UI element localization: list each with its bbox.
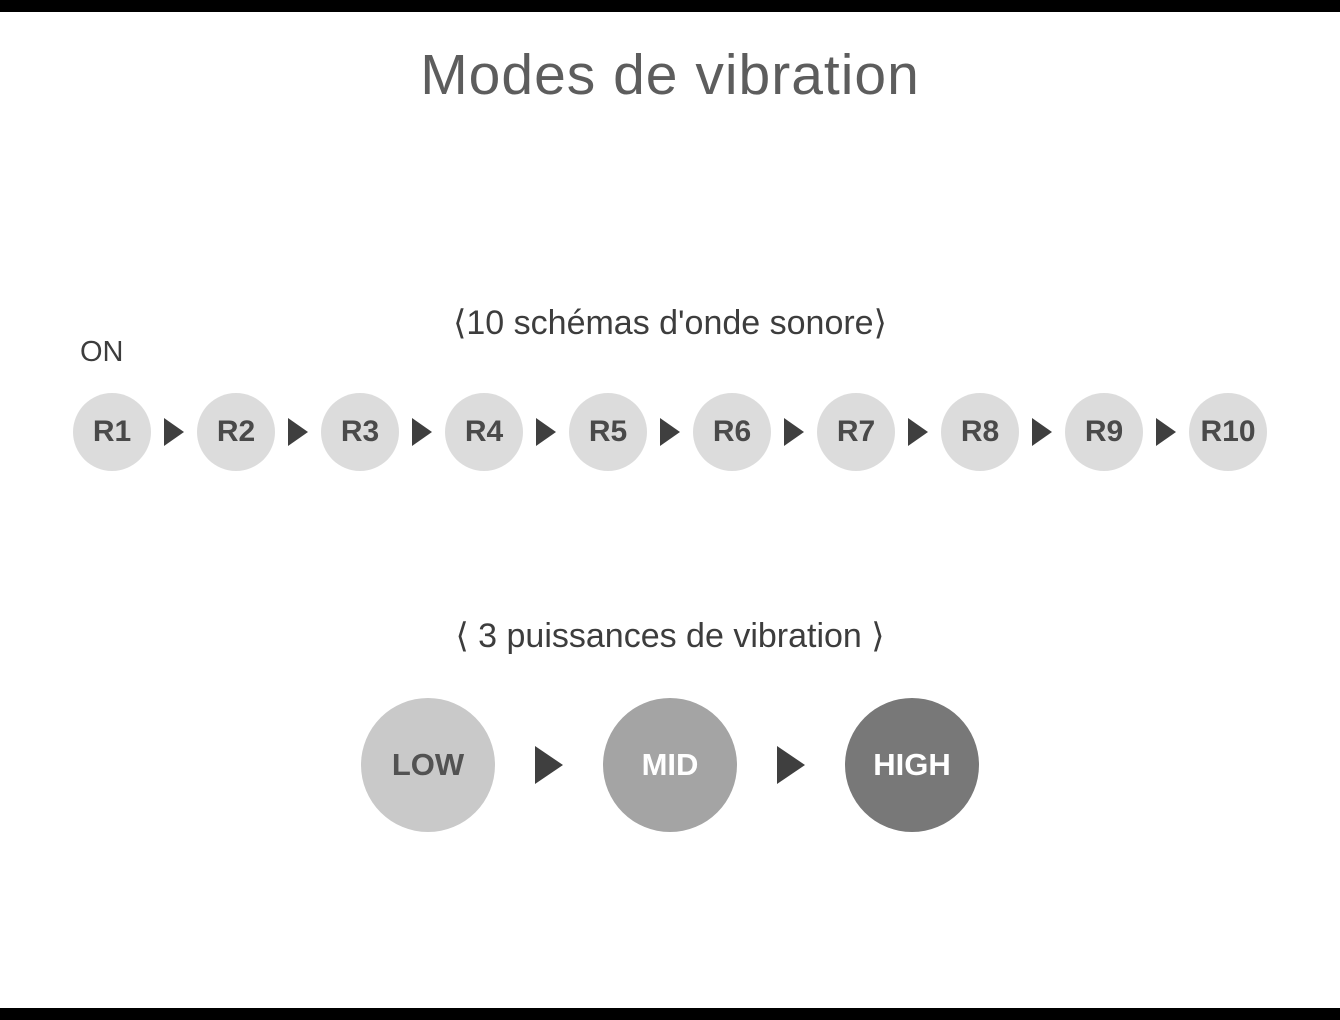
arrow-right-icon <box>1156 418 1176 446</box>
wave-mode-circle: R5 <box>569 393 647 471</box>
wave-mode-circle: R2 <box>197 393 275 471</box>
page-title: Modes de vibration <box>420 43 920 107</box>
power-level-row: LOW MID HIGH <box>0 698 1340 832</box>
arrow-right-icon <box>660 418 680 446</box>
wave-mode-circle: R9 <box>1065 393 1143 471</box>
wave-section-heading: ⟨10 schémas d'onde sonore⟩ <box>453 304 887 342</box>
arrow-right-icon <box>164 418 184 446</box>
wave-mode-circle: R6 <box>693 393 771 471</box>
arrow-right-icon <box>536 418 556 446</box>
wave-mode-row: R1 R2 R3 R4 R5 R6 R7 R8 R9 R10 <box>0 393 1340 471</box>
top-frame-bar <box>0 0 1340 12</box>
arrow-right-icon <box>412 418 432 446</box>
arrow-right-icon <box>288 418 308 446</box>
power-level-circle: LOW <box>361 698 495 832</box>
wave-mode-circle: R7 <box>817 393 895 471</box>
wave-mode-circle: R4 <box>445 393 523 471</box>
arrow-right-icon <box>777 746 805 784</box>
wave-mode-circle: R10 <box>1189 393 1267 471</box>
arrow-right-icon <box>784 418 804 446</box>
arrow-right-icon <box>1032 418 1052 446</box>
power-level-circle: MID <box>603 698 737 832</box>
bottom-frame-bar <box>0 1008 1340 1020</box>
arrow-right-icon <box>535 746 563 784</box>
power-section-heading: ⟨ 3 puissances de vibration ⟩ <box>455 617 885 655</box>
wave-mode-circle: R3 <box>321 393 399 471</box>
wave-mode-circle: R8 <box>941 393 1019 471</box>
arrow-right-icon <box>908 418 928 446</box>
on-label: ON <box>80 336 124 368</box>
wave-mode-circle: R1 <box>73 393 151 471</box>
power-level-circle: HIGH <box>845 698 979 832</box>
